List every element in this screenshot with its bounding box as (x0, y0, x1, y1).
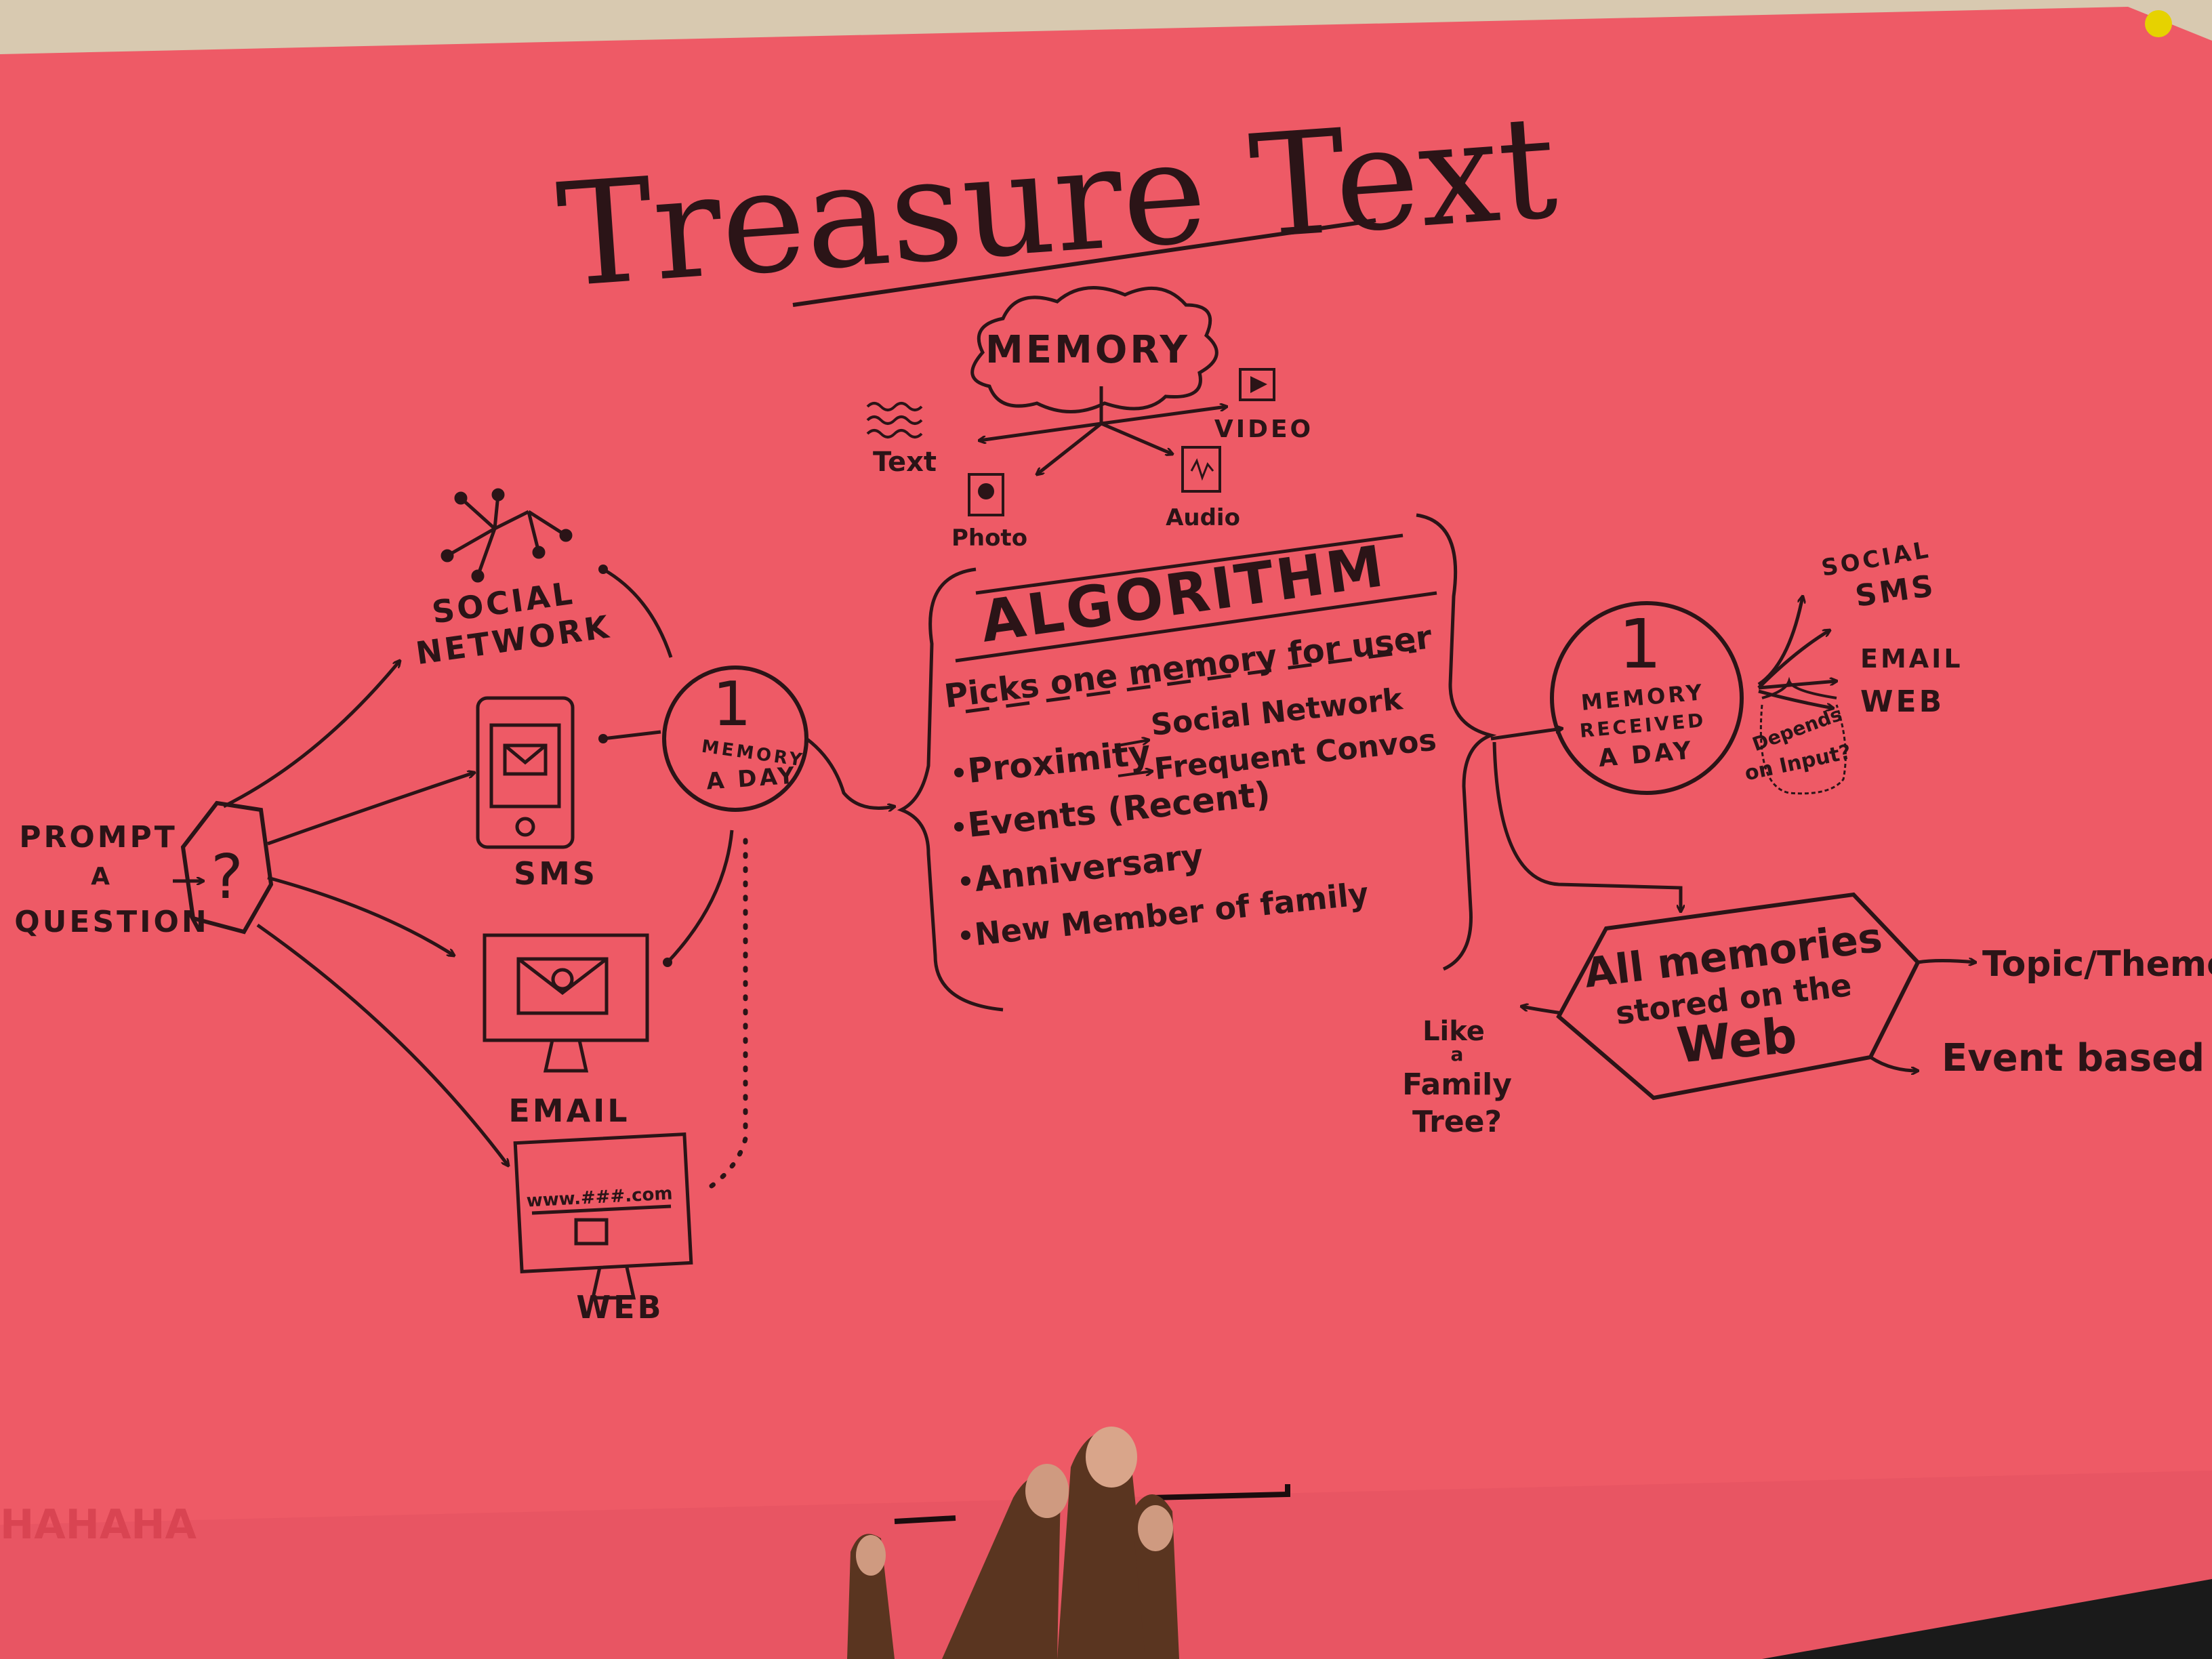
received-number: 1 (1618, 605, 1662, 684)
channel-to-memory-lines (602, 567, 748, 1189)
sms-phone-icon (476, 696, 575, 849)
photo-type-label: Photo (951, 525, 1027, 552)
prompt-label-line2: A (91, 863, 112, 890)
red-poster-paper (0, 7, 2212, 1659)
memory-received-circle (1550, 601, 1744, 795)
corner-scribble: HAHAHA (0, 1501, 197, 1549)
prompt-label-line1: PROMPT (19, 820, 178, 855)
hand-holding-poster (847, 1427, 1179, 1659)
email-label: EMAIL (508, 1092, 630, 1129)
social-network-icon (441, 488, 573, 583)
prompt-to-channel-arrows (222, 661, 508, 1166)
question-hexagon (180, 800, 274, 935)
sms-label: SMS (514, 855, 598, 892)
received-output-web: WEB (1860, 684, 1944, 719)
algorithm-right-brace (1416, 513, 1497, 971)
depends-note-brace (1761, 676, 1837, 699)
bottom-sheet-marks (894, 1484, 1290, 1524)
memory-cloud: MEMORY (970, 286, 1218, 413)
question-mark: ? (211, 842, 243, 913)
algorithm-heading-underline (955, 591, 1437, 663)
stored-line3: Web (1675, 1007, 1799, 1074)
like-family-tree-line4: Tree? (1412, 1105, 1502, 1139)
stored-output-event: Event based (1942, 1036, 2205, 1080)
title-underline (792, 218, 1376, 307)
memory-types (979, 386, 1227, 474)
stored-output-arrows (1521, 961, 1975, 1071)
received-output-arrows (1757, 596, 1837, 708)
like-family-tree-line1: Like (1422, 1016, 1485, 1047)
prompt-label-line3: QUESTION (14, 905, 209, 939)
video-type-label: VIDEO (1214, 415, 1313, 443)
algorithm-to-stored-arrow (1492, 741, 1681, 912)
received-output-email: EMAIL (1860, 644, 1963, 674)
video-icon (1239, 368, 1275, 401)
subheading-dashes (965, 649, 1417, 714)
one-memory-number: 1 (712, 669, 751, 740)
text-type-label: Text (873, 447, 937, 478)
proximity-sub-arrows (1118, 740, 1152, 777)
audio-type-label: Audio (1166, 504, 1240, 531)
connector-dots (598, 565, 672, 967)
one-memory-line2: A DAY (705, 762, 798, 795)
algorithm-top-line (975, 533, 1404, 595)
stored-output-topic: Topic/Theme (1982, 944, 2212, 985)
web-monitor-icon (513, 1132, 693, 1300)
algorithm-to-received-arrow (1490, 729, 1562, 741)
audio-icon (1181, 446, 1221, 493)
pushpin-icon (2145, 10, 2172, 37)
web-label: WEB (576, 1289, 663, 1326)
text-type-icon (866, 402, 923, 438)
like-family-tree-line2: a (1451, 1043, 1464, 1065)
depends-note-outline (1759, 704, 1847, 795)
algorithm-bullet-dots (954, 768, 970, 940)
memory-to-algorithm-arrow (805, 737, 895, 808)
algorithm-left-brace (897, 567, 1004, 1012)
photo-icon (968, 473, 1004, 516)
email-monitor-icon (483, 933, 649, 1073)
memory-cloud-label: MEMORY (985, 328, 1190, 372)
like-family-tree-line3: Family (1402, 1067, 1512, 1102)
